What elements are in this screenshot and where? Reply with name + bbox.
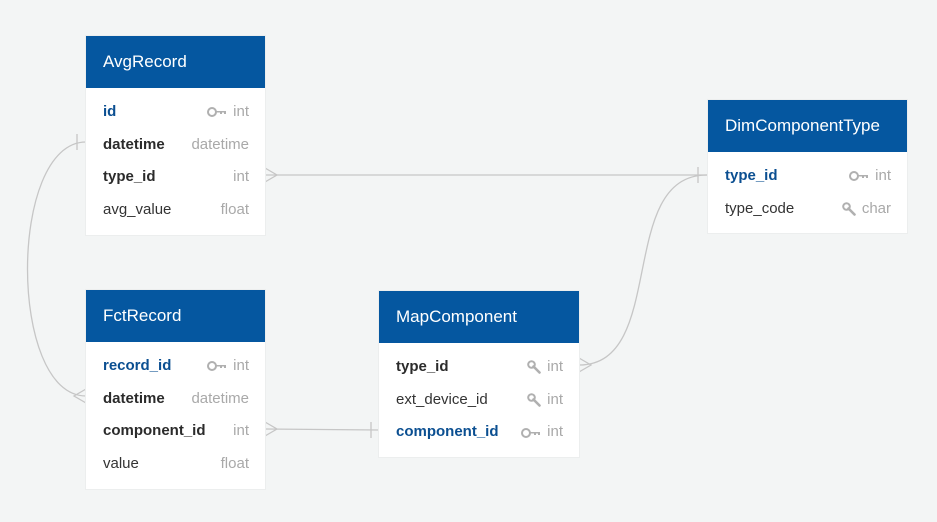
primary-key-icon bbox=[521, 427, 541, 438]
column-name: type_id bbox=[725, 167, 778, 184]
column-row-record-id[interactable]: record_id int bbox=[86, 350, 265, 383]
column-row-type-id[interactable]: type_id int bbox=[86, 161, 265, 194]
primary-key-icon bbox=[207, 361, 227, 372]
column-type: int bbox=[233, 103, 249, 120]
table-title: DimComponentType bbox=[708, 100, 907, 152]
column-row-component-id[interactable]: component_id int bbox=[86, 415, 265, 448]
column-type: int bbox=[875, 167, 891, 184]
table-title: MapComponent bbox=[379, 291, 579, 343]
column-name: component_id bbox=[396, 423, 499, 441]
column-type: char bbox=[861, 199, 891, 217]
column-name: type_id bbox=[396, 358, 449, 375]
column-row-type-id[interactable]: type_id int bbox=[708, 160, 907, 193]
column-name: avg_value bbox=[103, 201, 172, 219]
column-type: datetime bbox=[191, 389, 249, 407]
crowsfoot-fctrecord-component-id bbox=[264, 421, 279, 437]
column-row-avg-value[interactable]: avg_value float bbox=[86, 194, 265, 227]
column-name: type_code bbox=[725, 199, 795, 217]
connector-fctrecord-mapcomponent bbox=[264, 428, 380, 431]
column-type: int bbox=[233, 168, 249, 186]
column-name: component_id bbox=[103, 422, 206, 440]
column-type: datetime bbox=[191, 135, 249, 153]
column-row-type-id[interactable]: type_id int bbox=[379, 351, 579, 384]
primary-key-icon bbox=[849, 171, 869, 182]
index-key-icon bbox=[527, 360, 541, 375]
column-name: id bbox=[103, 103, 117, 120]
column-name: ext_device_id bbox=[396, 390, 488, 408]
column-row-datetime[interactable]: datetime datetime bbox=[86, 129, 265, 162]
column-name: datetime bbox=[103, 389, 165, 407]
table-fctrecord[interactable]: FctRecord record_id int datetime datetim… bbox=[86, 290, 265, 489]
table-dimcomponenttype[interactable]: DimComponentType type_id int type_code c… bbox=[708, 100, 907, 234]
crowsfoot-fctrecord-datetime bbox=[72, 388, 87, 404]
column-row-datetime[interactable]: datetime datetime bbox=[86, 383, 265, 416]
column-type: float bbox=[220, 201, 249, 219]
column-name: record_id bbox=[103, 357, 172, 374]
column-type: int bbox=[233, 422, 249, 440]
column-type: int bbox=[547, 358, 563, 375]
column-row-ext-device-id[interactable]: ext_device_id int bbox=[379, 384, 579, 417]
crowsfoot-avgrecord-type-id bbox=[264, 167, 279, 183]
column-type: int bbox=[547, 423, 563, 441]
index-key-icon bbox=[527, 393, 541, 407]
column-row-component-id[interactable]: component_id int bbox=[379, 416, 579, 449]
column-row-type-code[interactable]: type_code char bbox=[708, 193, 907, 226]
column-row-id[interactable]: id int bbox=[86, 96, 265, 129]
column-type: float bbox=[220, 455, 249, 473]
column-type: int bbox=[233, 357, 249, 374]
column-name: type_id bbox=[103, 168, 156, 186]
connector-fctrecord-avgrecord bbox=[26, 141, 87, 397]
primary-key-icon bbox=[207, 107, 227, 118]
column-type: int bbox=[547, 390, 563, 408]
table-mapcomponent[interactable]: MapComponent type_id int ext_device_id i… bbox=[379, 291, 579, 458]
table-avgrecord[interactable]: AvgRecord id int datetime datetime type_… bbox=[86, 36, 265, 235]
column-name: value bbox=[103, 455, 139, 473]
index-key-icon bbox=[842, 202, 856, 216]
column-name: datetime bbox=[103, 135, 165, 153]
connector-mapcomponent-dimcomponenttype bbox=[578, 174, 708, 366]
table-title: FctRecord bbox=[86, 290, 265, 342]
column-row-value[interactable]: value float bbox=[86, 448, 265, 481]
crowsfoot-mapcomponent-type-id bbox=[578, 357, 593, 373]
table-title: AvgRecord bbox=[86, 36, 265, 88]
